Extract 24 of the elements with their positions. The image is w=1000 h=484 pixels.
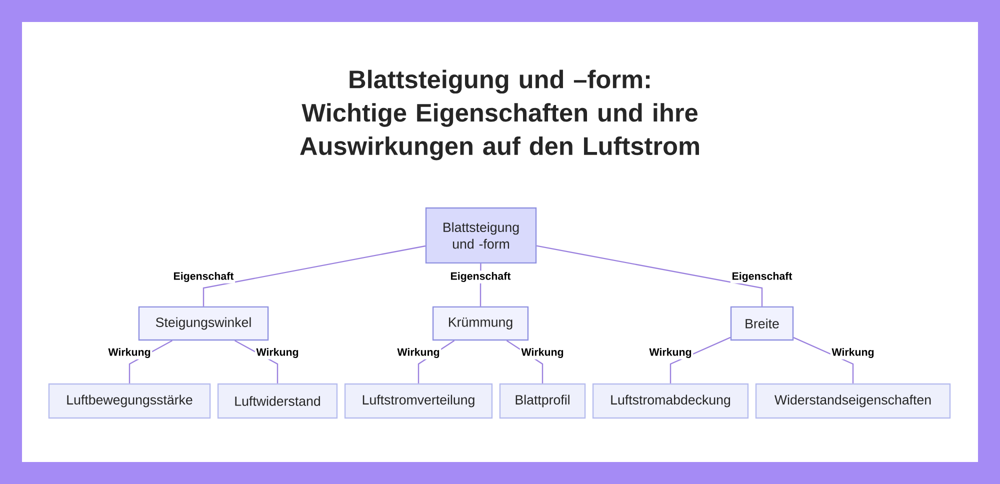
effect-box: Luftbewegungsstärke xyxy=(48,383,211,419)
category-box: Steigungswinkel xyxy=(138,306,269,341)
edge-label: Eigenschaft xyxy=(730,270,794,284)
effect-box: Blattprofil xyxy=(499,383,586,419)
effect-box: Luftwiderstand xyxy=(217,383,338,419)
edge-label: Wirkung xyxy=(648,346,694,360)
edge-label: Wirkung xyxy=(106,346,152,360)
edge-label: Wirkung xyxy=(520,346,566,360)
connector xyxy=(793,337,854,384)
edge-label: Wirkung xyxy=(830,346,876,360)
edge-label: Eigenschaft xyxy=(448,270,512,284)
effect-box: Luftstromverteilung xyxy=(344,383,493,419)
connector xyxy=(536,245,763,306)
edge-label: Wirkung xyxy=(254,346,300,360)
root-box: Blattsteigung und -form xyxy=(425,207,537,264)
connector xyxy=(202,245,426,306)
title: Blattsteigung und –form: Wichtige Eigenschaften und ihre Auswirkungen auf den Luftstrom xyxy=(300,70,699,160)
category-box: Krümmung xyxy=(432,306,529,341)
category-box: Breite xyxy=(730,306,794,341)
edge-label: Eigenschaft xyxy=(172,270,236,284)
edge-label: Wirkung xyxy=(396,346,442,360)
connector xyxy=(670,336,731,384)
effect-box: Luftstromabdeckung xyxy=(592,383,749,419)
effect-box: Widerstandseigenschaften xyxy=(755,383,951,419)
